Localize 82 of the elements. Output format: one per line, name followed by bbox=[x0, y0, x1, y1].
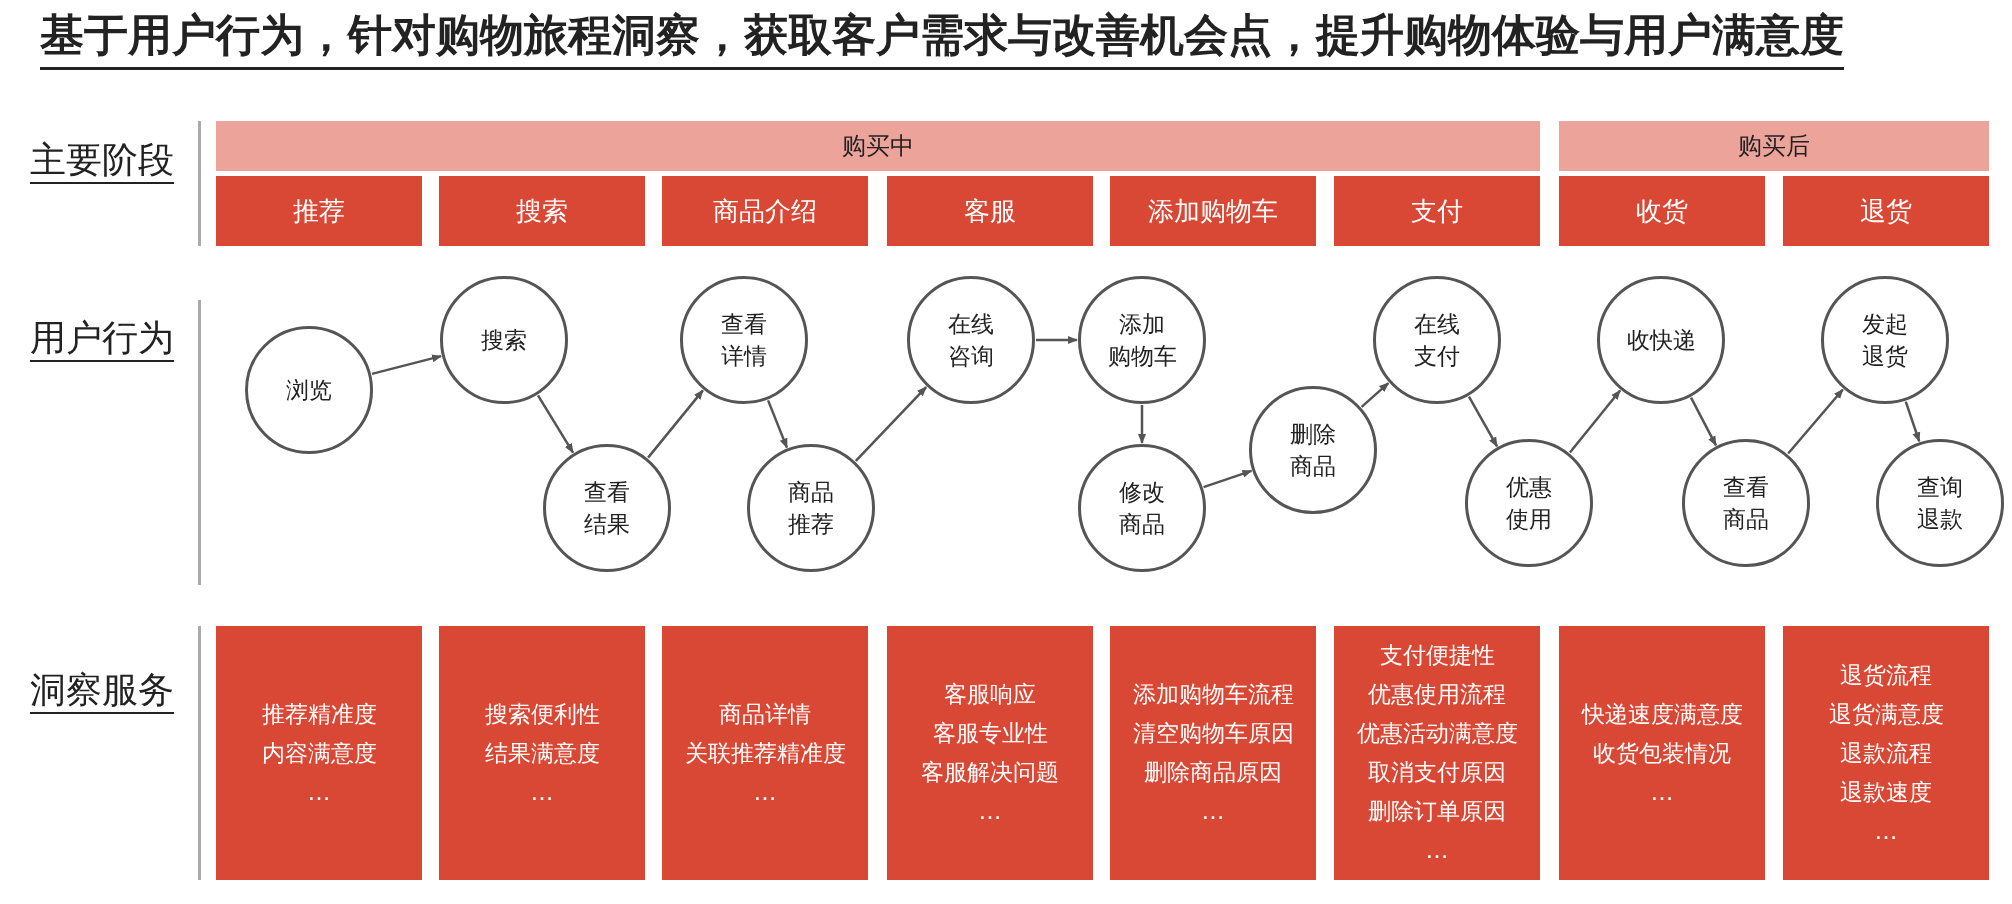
insight-item: 推荐精准度 bbox=[261, 699, 377, 729]
row-heading: 洞察服务 bbox=[30, 668, 174, 714]
insight-item: … bbox=[978, 797, 1002, 826]
arrow bbox=[1203, 469, 1253, 489]
insight-card bbox=[216, 626, 422, 880]
stage-box: 客服 bbox=[887, 176, 1093, 246]
action-circle: 优惠使用 bbox=[1465, 439, 1593, 567]
action-circle: 添加购物车 bbox=[1078, 276, 1206, 404]
arrow bbox=[766, 399, 789, 449]
arrow bbox=[371, 354, 442, 376]
arrow bbox=[647, 389, 704, 459]
insight-item: … bbox=[530, 777, 554, 807]
stage-box: 商品介绍 bbox=[662, 176, 868, 246]
action-circle: 商品推荐 bbox=[747, 444, 875, 572]
phase-band: 购买后 bbox=[1559, 121, 1989, 171]
insight-item: … bbox=[1425, 836, 1449, 865]
insight-card bbox=[1783, 626, 1989, 880]
stage-box: 支付 bbox=[1334, 176, 1540, 246]
insight-card bbox=[1110, 626, 1316, 880]
action-circle: 查看商品 bbox=[1682, 439, 1810, 567]
insight-item: 退款流程 bbox=[1840, 738, 1932, 768]
insight-item: 退款速度 bbox=[1840, 777, 1932, 807]
insight-item: 添加购物车流程 bbox=[1132, 680, 1294, 709]
arrow bbox=[1568, 389, 1622, 454]
arrow bbox=[536, 394, 575, 454]
page-title: 基于用户行为，针对购物旅程洞察，获取客户需求与改善机会点，提升购物体验与用户满意度 bbox=[40, 6, 1844, 70]
arrow bbox=[1036, 336, 1078, 344]
arrow bbox=[1360, 382, 1390, 408]
insight-card bbox=[662, 626, 868, 880]
insight-item: … bbox=[307, 777, 331, 807]
row-heading: 用户行为 bbox=[30, 316, 174, 362]
arrow bbox=[1467, 396, 1499, 448]
insight-item: 删除商品原因 bbox=[1144, 758, 1282, 787]
action-circle: 查询退款 bbox=[1876, 439, 2004, 567]
insight-item: … bbox=[1650, 777, 1674, 807]
stage-box: 退货 bbox=[1783, 176, 1989, 246]
insight-item: 商品详情 bbox=[719, 699, 811, 729]
insight-item: … bbox=[1201, 797, 1225, 826]
insight-item: … bbox=[753, 777, 777, 807]
stage-box: 添加购物车 bbox=[1110, 176, 1316, 246]
insight-item: 优惠使用流程 bbox=[1368, 680, 1506, 709]
insight-item: 结果满意度 bbox=[484, 738, 600, 768]
action-circle: 搜索 bbox=[440, 276, 568, 404]
action-circle: 删除商品 bbox=[1249, 386, 1377, 514]
row-heading: 主要阶段 bbox=[30, 138, 174, 184]
insight-item: 搜索便利性 bbox=[484, 699, 600, 729]
insight-item: 取消支付原因 bbox=[1368, 758, 1506, 787]
action-circle: 在线咨询 bbox=[907, 276, 1035, 404]
insight-item: 删除订单原因 bbox=[1368, 797, 1506, 826]
insight-item: 退货满意度 bbox=[1828, 699, 1944, 729]
insight-card bbox=[887, 626, 1093, 880]
action-circle: 在线支付 bbox=[1373, 276, 1501, 404]
action-circle: 发起退货 bbox=[1821, 276, 1949, 404]
insight-card bbox=[1559, 626, 1765, 880]
action-circle: 查看详情 bbox=[680, 276, 808, 404]
stage-box: 搜索 bbox=[439, 176, 645, 246]
insight-item: 客服专业性 bbox=[932, 719, 1048, 748]
stage-box: 收货 bbox=[1559, 176, 1765, 246]
insight-item: 关联推荐精准度 bbox=[684, 738, 846, 768]
arrow bbox=[1689, 397, 1718, 447]
phase-band: 购买中 bbox=[216, 121, 1540, 171]
arrow bbox=[1787, 388, 1844, 455]
stage-box: 推荐 bbox=[216, 176, 422, 246]
insight-item: 优惠活动满意度 bbox=[1356, 719, 1518, 748]
action-circle: 修改商品 bbox=[1078, 444, 1206, 572]
insight-item: 清空购物车原因 bbox=[1132, 719, 1294, 748]
insight-card bbox=[439, 626, 645, 880]
insight-card bbox=[1334, 626, 1540, 880]
insight-item: 退货流程 bbox=[1840, 660, 1932, 690]
arrow bbox=[854, 386, 928, 462]
action-circle: 查看结果 bbox=[543, 444, 671, 572]
action-circle: 浏览 bbox=[245, 326, 373, 454]
arrow bbox=[1138, 405, 1146, 444]
insight-item: 收货包装情况 bbox=[1593, 738, 1731, 768]
insight-item: … bbox=[1874, 816, 1898, 846]
insight-item: 快递速度满意度 bbox=[1581, 699, 1743, 729]
insight-item: 客服响应 bbox=[944, 680, 1036, 709]
arrow bbox=[1904, 401, 1921, 443]
insight-item: 内容满意度 bbox=[261, 738, 377, 768]
insight-item: 支付便捷性 bbox=[1379, 641, 1495, 670]
insight-item: 客服解决问题 bbox=[921, 758, 1059, 787]
action-circle: 收快递 bbox=[1597, 276, 1725, 404]
